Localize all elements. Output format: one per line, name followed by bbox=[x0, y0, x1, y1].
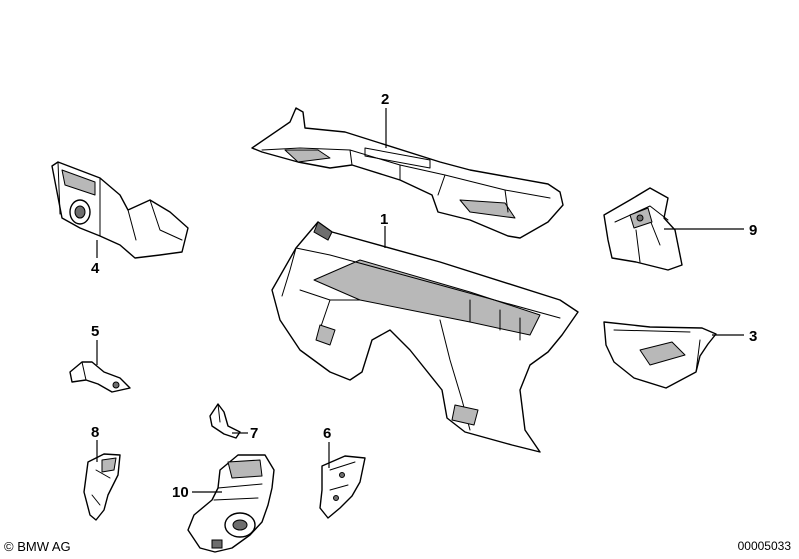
callout-4: 4 bbox=[91, 260, 100, 277]
part-6-bracket-plate bbox=[319, 455, 366, 519]
leader-lines bbox=[96, 108, 744, 493]
callout-3: 3 bbox=[749, 328, 757, 345]
callout-numbers: 1 2 3 4 5 6 7 8 9 10 bbox=[91, 91, 757, 501]
callout-8: 8 bbox=[91, 424, 99, 441]
callout-10: 10 bbox=[172, 484, 189, 501]
document-number: 00005033 bbox=[737, 539, 791, 553]
part-2-cowl-panel bbox=[251, 107, 564, 239]
callout-6: 6 bbox=[323, 425, 331, 442]
part-3-closing-panel bbox=[603, 321, 717, 389]
part-1-bulkhead bbox=[271, 221, 579, 453]
callout-7: 7 bbox=[250, 425, 258, 442]
part-10-housing bbox=[187, 454, 275, 553]
callout-5: 5 bbox=[91, 323, 99, 340]
callout-1: 1 bbox=[380, 211, 388, 228]
part-8-vertical-bracket bbox=[83, 453, 121, 521]
callout-2: 2 bbox=[381, 91, 389, 108]
callout-9: 9 bbox=[749, 222, 757, 239]
part-4-side-panel bbox=[51, 161, 189, 259]
part-5-bracket bbox=[69, 361, 131, 393]
copyright-label: © BMW AG bbox=[4, 539, 71, 554]
part-7-clip bbox=[209, 403, 241, 439]
part-9-bracket bbox=[603, 187, 683, 271]
